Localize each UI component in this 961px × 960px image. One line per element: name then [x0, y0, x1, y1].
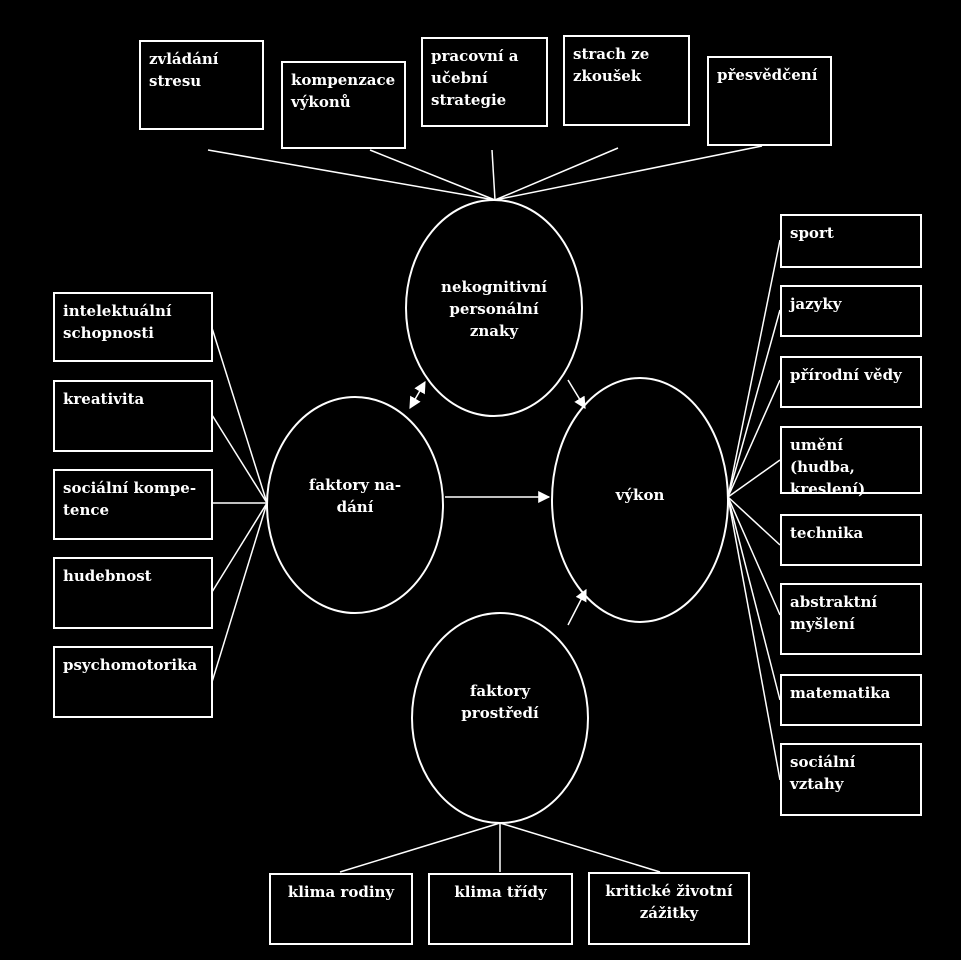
left-box-musicality: hudebnost: [53, 557, 213, 629]
arrow-noncognitive-to-performance: [567, 379, 586, 410]
right-box-technology: technika: [780, 514, 922, 566]
top-connectors: [207, 145, 763, 201]
arrow-noncognitive-talent: [409, 380, 426, 410]
left-box-social: sociální kompe- tence: [53, 469, 213, 540]
right-box-languages: jazyky: [780, 285, 922, 337]
right-box-abstract: abstraktní myšlení: [780, 583, 922, 655]
bottom-connectors: [339, 822, 661, 873]
right-box-sciences: přírodní vědy: [780, 356, 922, 408]
top-box-beliefs: přesvědčení: [707, 56, 832, 146]
right-box-math: matematika: [780, 674, 922, 726]
left-box-intellect: intelektuální schopnosti: [53, 292, 213, 362]
bottom-box-life-events: kritické životní zážitky: [588, 872, 750, 945]
left-connectors: [211, 327, 268, 683]
right-box-social-relations: sociální vztahy: [780, 743, 922, 816]
left-box-creativity: kreativita: [53, 380, 213, 452]
right-connectors: [727, 239, 781, 781]
talent-label: faktory na- dání: [308, 476, 402, 516]
top-box-stress: zvládání stresu: [139, 40, 264, 130]
bottom-box-class: klima třídy: [428, 873, 573, 945]
right-box-arts: umění (hudba, kreslení): [780, 426, 922, 498]
top-box-strategies: pracovní a učební strategie: [421, 37, 548, 127]
performance-label: výkon: [615, 486, 665, 504]
right-box-sport: sport: [780, 214, 922, 268]
bottom-box-family: klima rodiny: [269, 873, 413, 945]
arrow-environment-to-performance: [567, 588, 587, 626]
left-box-psychomotor: psychomotorika: [53, 646, 213, 718]
top-box-compensation: kompenzace výkonů: [281, 61, 406, 149]
noncognitive-label: nekognitivní personální znaky: [441, 278, 547, 340]
top-box-exam-fear: strach ze zkoušek: [563, 35, 690, 126]
environment-label: faktory prostředí: [461, 682, 539, 722]
